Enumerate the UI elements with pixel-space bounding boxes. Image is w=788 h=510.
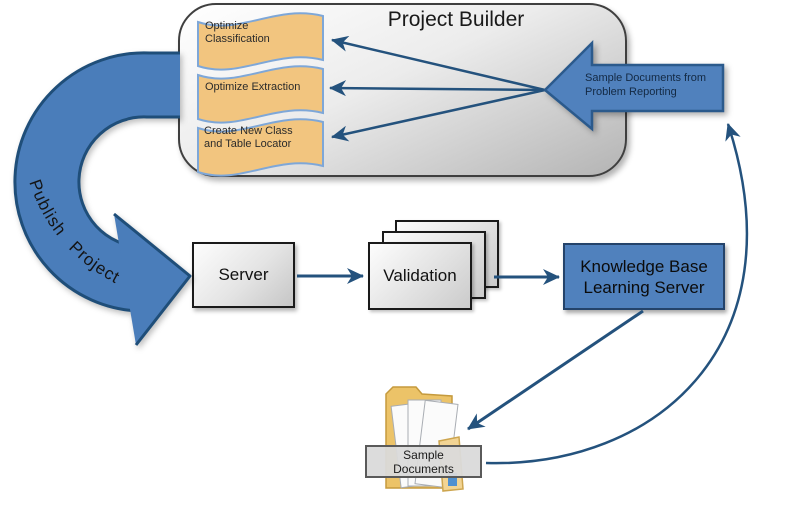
arrow-kb-to-folder — [467, 309, 644, 431]
project-builder-title: Project Builder — [387, 8, 525, 31]
sample-input-arrow-label: Sample Documents from Problem Reporting — [585, 72, 707, 98]
svg-text:Publish Project: Publish Project — [25, 177, 123, 287]
task-label-create-new-class: Create New Class and Table Locator — [204, 125, 293, 150]
kb-label-line1: Knowledge Base — [580, 256, 708, 276]
server-label: Server — [218, 265, 269, 284]
sample-documents-label-box: Sample Documents — [365, 445, 482, 478]
kb-label-line2: Learning Server — [583, 277, 705, 297]
task-label-optimize-classification: Optimize Classification — [205, 20, 270, 45]
publish-project-label: Publish Project — [25, 177, 122, 287]
server-box: Server — [192, 242, 295, 308]
publish-project-arrow: Publish Project — [13, 51, 192, 346]
validation-label: Validation — [383, 266, 457, 285]
knowledge-base-learning-server-box: Knowledge Base Learning Server — [563, 243, 725, 310]
validation-box: Validation — [368, 242, 472, 310]
task-label-optimize-extraction: Optimize Extraction — [205, 81, 301, 93]
